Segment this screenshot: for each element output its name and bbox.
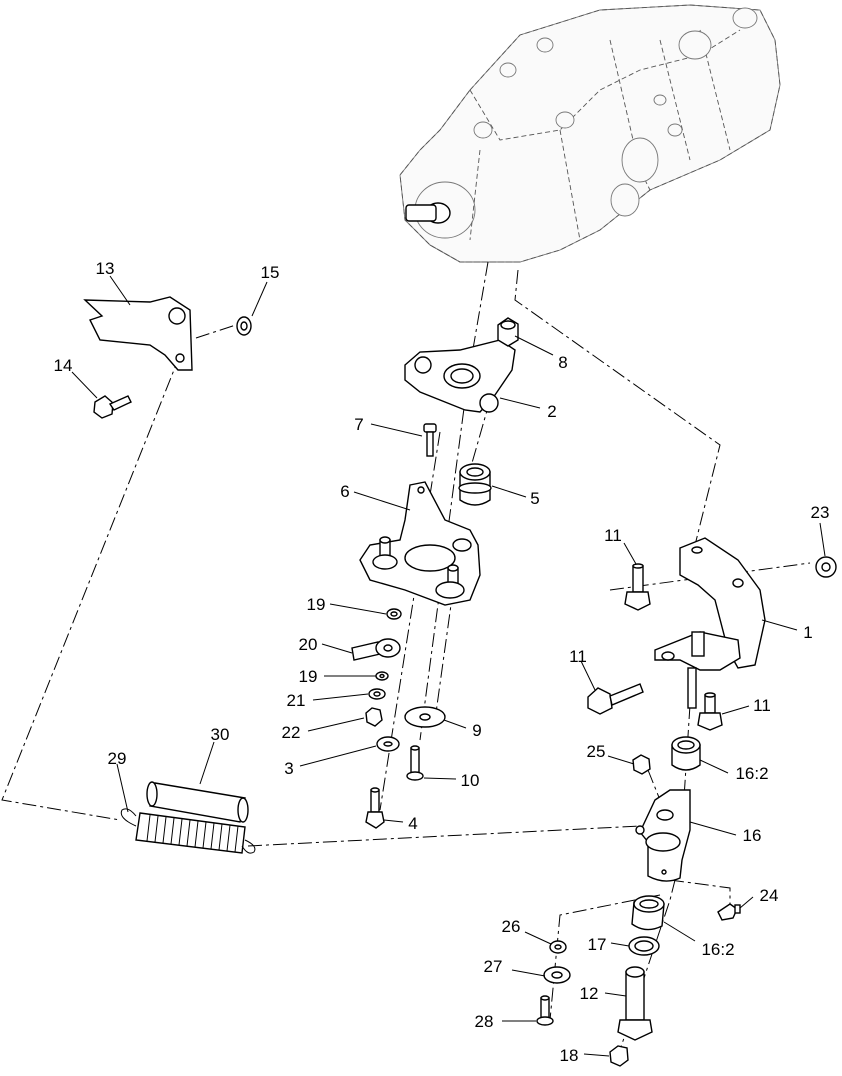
sleeve-30 bbox=[146, 781, 249, 823]
callout-2: 2 bbox=[547, 402, 556, 421]
washer-21 bbox=[368, 688, 386, 700]
nut-8 bbox=[497, 317, 519, 347]
callout-15: 15 bbox=[261, 263, 280, 282]
spacer-27 bbox=[543, 966, 571, 984]
callout-1: 1 bbox=[803, 623, 812, 642]
callout-11a: 11 bbox=[604, 526, 622, 545]
callout-29: 29 bbox=[108, 749, 127, 768]
callout-4: 4 bbox=[408, 814, 417, 833]
callout-23: 23 bbox=[811, 503, 830, 522]
callout-19b: 19 bbox=[299, 667, 318, 686]
bolt-7 bbox=[423, 423, 437, 457]
callout-21: 21 bbox=[287, 691, 306, 710]
washer-19a bbox=[386, 608, 402, 620]
washer-3 bbox=[376, 736, 400, 752]
callout-6: 6 bbox=[340, 482, 349, 501]
callout-13: 13 bbox=[96, 259, 115, 278]
callout-16: 16 bbox=[743, 826, 762, 845]
callout-25: 25 bbox=[587, 742, 606, 761]
nut-22 bbox=[365, 707, 383, 727]
pivot-16 bbox=[635, 789, 691, 882]
callout-24: 24 bbox=[760, 886, 779, 905]
bolt-11c bbox=[697, 692, 723, 731]
callout-12: 12 bbox=[580, 984, 599, 1003]
washer-15 bbox=[236, 316, 252, 336]
spring-29 bbox=[120, 808, 256, 854]
washer-19b bbox=[375, 671, 389, 681]
rod-end-20 bbox=[351, 638, 401, 661]
bracket-1 bbox=[654, 537, 766, 709]
callout-18: 18 bbox=[560, 1046, 579, 1065]
grease-fitting-24 bbox=[717, 903, 741, 921]
callout-7: 7 bbox=[354, 415, 363, 434]
nut-18 bbox=[609, 1045, 629, 1067]
callout-14: 14 bbox=[54, 356, 73, 375]
washer-26 bbox=[549, 940, 567, 954]
nut-23 bbox=[815, 556, 837, 578]
callout-19a: 19 bbox=[307, 595, 326, 614]
callout-8: 8 bbox=[558, 353, 567, 372]
bolt-28 bbox=[536, 995, 554, 1026]
washer-9 bbox=[404, 706, 446, 728]
callout-20: 20 bbox=[299, 635, 318, 654]
bolt-11a bbox=[624, 563, 651, 611]
callout-26: 26 bbox=[502, 917, 521, 936]
bolt-10 bbox=[406, 745, 424, 781]
hydraulic-pump-ghost bbox=[399, 4, 781, 263]
callout-16-2a: 16:2 bbox=[735, 764, 768, 783]
bushing-16-2-bottom bbox=[631, 895, 665, 931]
callout-30: 30 bbox=[211, 725, 230, 744]
callout-11b: 11 bbox=[569, 647, 587, 666]
arm-6 bbox=[359, 481, 481, 606]
bracket-13 bbox=[83, 296, 193, 371]
washer-17 bbox=[628, 936, 660, 956]
bolt-4 bbox=[365, 787, 385, 829]
callout-3: 3 bbox=[284, 759, 293, 778]
leader-lines bbox=[71, 275, 826, 1057]
callout-10: 10 bbox=[461, 771, 480, 790]
callout-labels: 13 15 14 8 2 7 6 5 11 23 1 19 20 19 21 2… bbox=[54, 259, 830, 1065]
callout-5: 5 bbox=[530, 489, 539, 508]
bushing-16-2-top bbox=[671, 736, 701, 771]
callout-16-2b: 16:2 bbox=[701, 940, 734, 959]
nut-25 bbox=[632, 754, 651, 775]
plate-2 bbox=[404, 339, 516, 413]
bolt-11b bbox=[587, 683, 644, 715]
callout-27: 27 bbox=[484, 957, 503, 976]
callout-17: 17 bbox=[588, 935, 607, 954]
bolt-14 bbox=[93, 395, 132, 419]
callout-9: 9 bbox=[472, 721, 481, 740]
callout-28: 28 bbox=[475, 1012, 494, 1031]
pivot-bolt-12 bbox=[617, 966, 653, 1041]
callout-11c: 11 bbox=[753, 696, 771, 715]
callout-22: 22 bbox=[282, 723, 301, 742]
bushing-5 bbox=[458, 463, 492, 506]
